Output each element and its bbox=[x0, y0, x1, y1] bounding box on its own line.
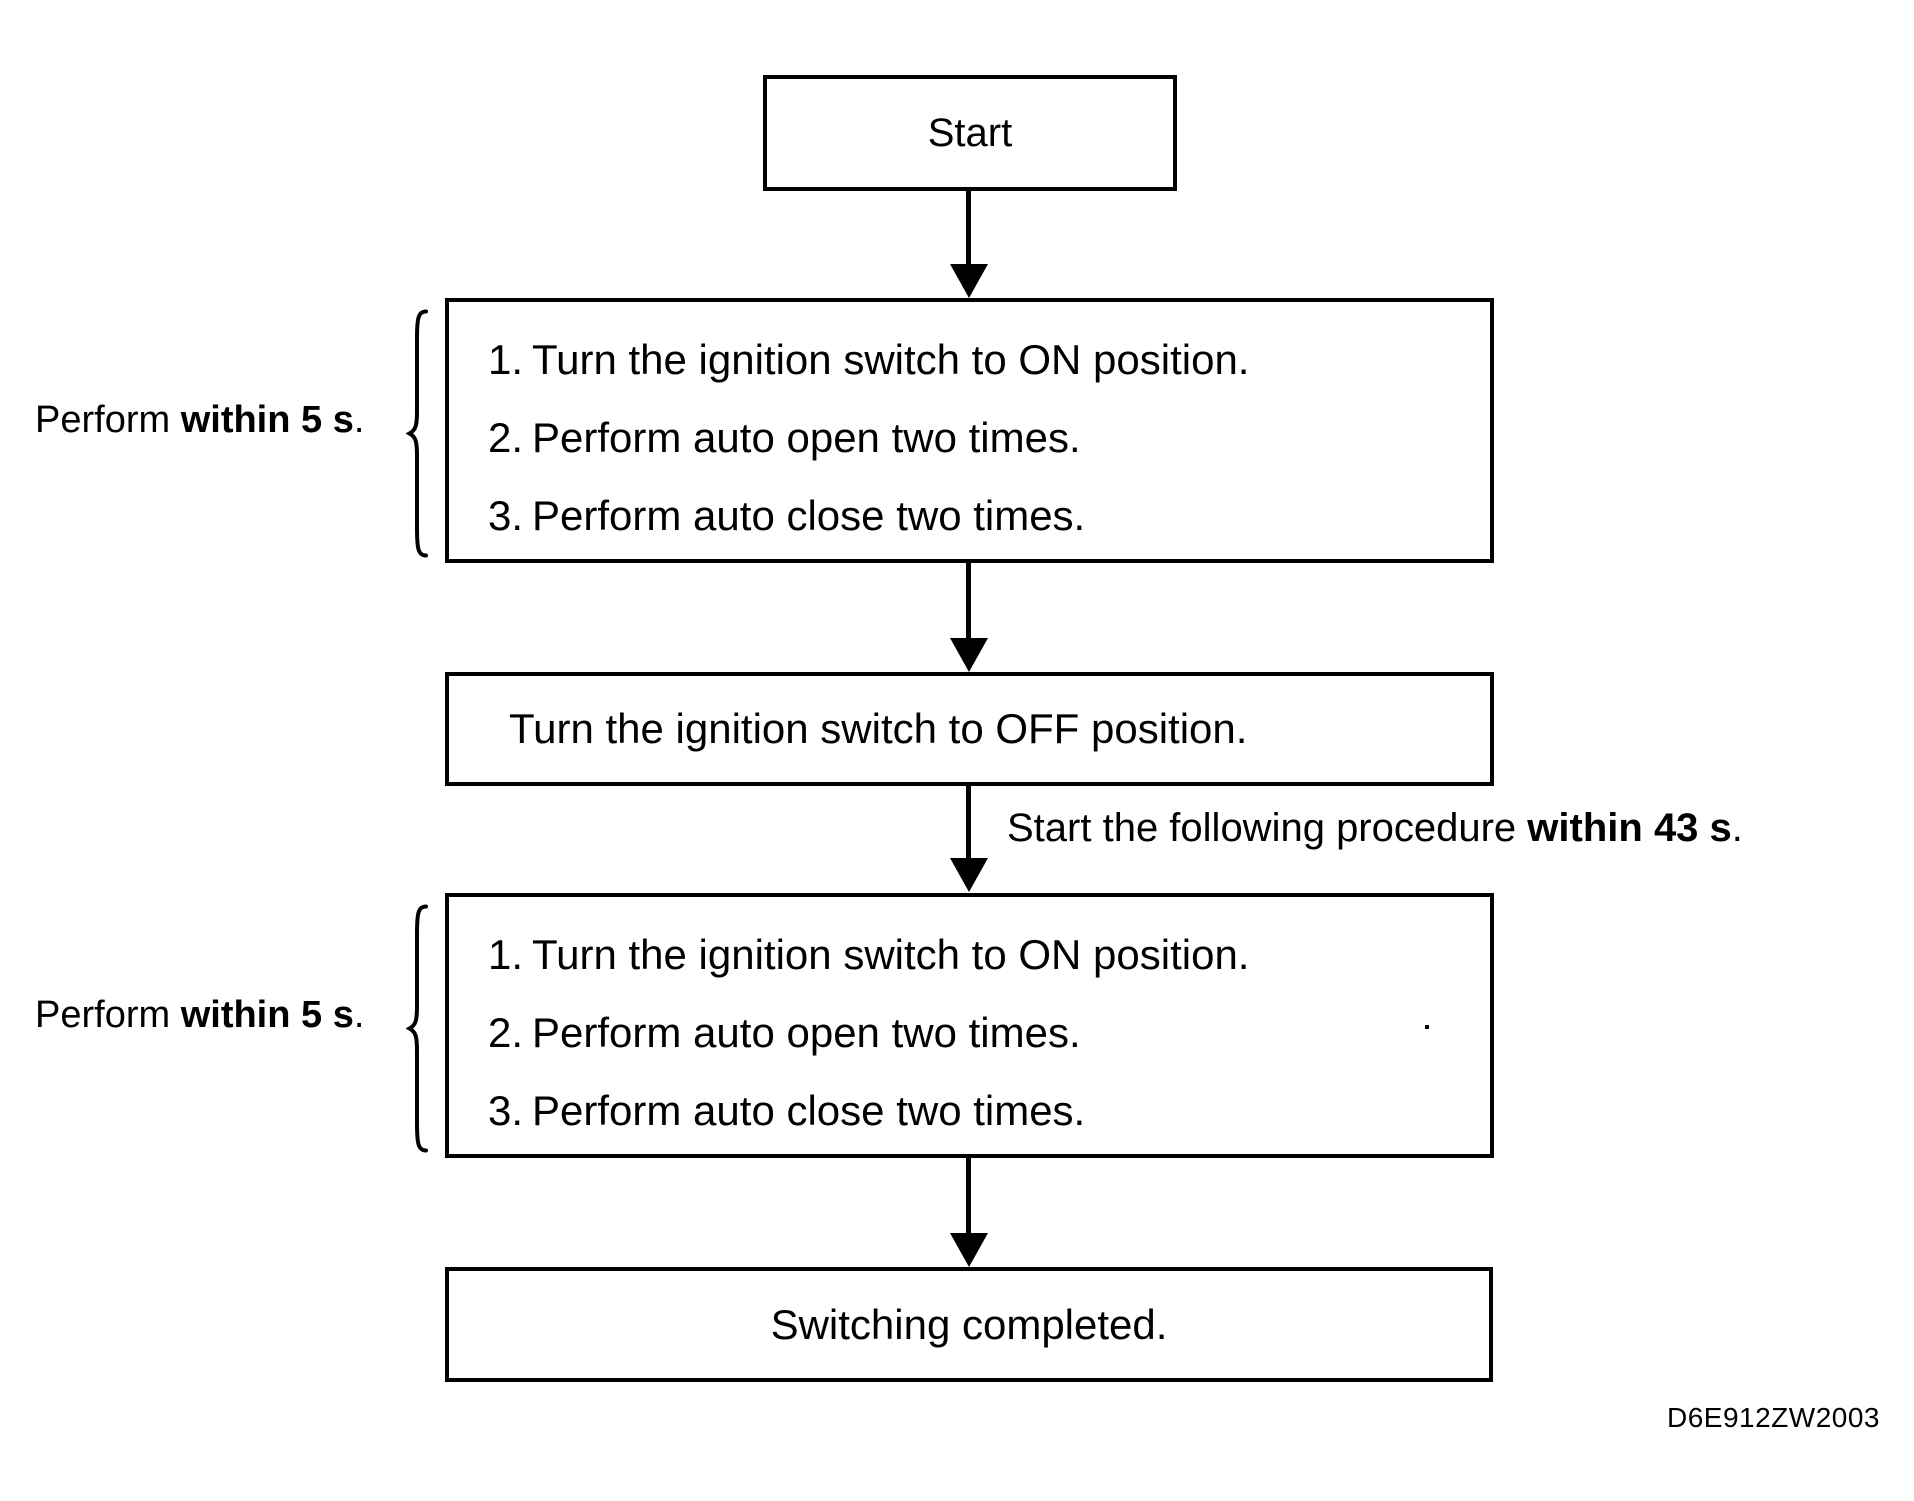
step-text: Perform auto open two times. bbox=[532, 414, 1081, 461]
flow-arrow-2 bbox=[950, 563, 988, 672]
step-number: 3. bbox=[488, 492, 524, 539]
label-text-part: Perform bbox=[35, 994, 181, 1036]
label-bold-part: within 5 s bbox=[180, 994, 354, 1036]
step-box-1: 1.Turn the ignition switch to ON positio… bbox=[445, 298, 1494, 563]
brace-icon-1 bbox=[406, 309, 428, 558]
completed-node: Switching completed. bbox=[445, 1267, 1493, 1382]
scan-speck bbox=[1425, 1025, 1429, 1029]
label-text-part: . bbox=[1731, 806, 1743, 850]
step-number: 3. bbox=[488, 1087, 524, 1134]
label-text-part: Start the following procedure bbox=[1007, 806, 1528, 850]
ignition-off-node: Turn the ignition switch to OFF position… bbox=[445, 672, 1494, 786]
flow-arrow-4 bbox=[950, 1158, 988, 1267]
step-text: Perform auto close two times. bbox=[532, 492, 1086, 539]
brace-path bbox=[406, 309, 428, 558]
step-text: Turn the ignition switch to ON position. bbox=[532, 336, 1250, 383]
procedure-timing-label: Start the following procedure within 43 … bbox=[1007, 805, 1743, 851]
arrow-shaft bbox=[966, 191, 971, 266]
start-node: Start bbox=[763, 75, 1177, 191]
arrow-shaft bbox=[966, 1158, 971, 1235]
label-text-part: Perform bbox=[35, 399, 181, 441]
label-bold-part: within 43 s bbox=[1527, 806, 1732, 850]
step-box-2: 1.Turn the ignition switch to ON positio… bbox=[445, 893, 1494, 1158]
step-number: 1. bbox=[488, 336, 524, 383]
brace-path bbox=[406, 904, 428, 1153]
label-bold-part: within 5 s bbox=[180, 399, 354, 441]
label-text-part: . bbox=[353, 994, 365, 1036]
step-item: 2.Perform auto open two times. bbox=[488, 415, 1081, 461]
step-text: Turn the ignition switch to ON position. bbox=[532, 931, 1250, 978]
flow-arrow-1 bbox=[950, 191, 988, 298]
step-item: 1.Turn the ignition switch to ON positio… bbox=[488, 932, 1249, 978]
arrow-head-icon bbox=[950, 858, 988, 892]
perform-duration-label-2: Perform within 5 s. bbox=[35, 992, 364, 1038]
flow-arrow-3 bbox=[950, 786, 988, 892]
completed-node-label: Switching completed. bbox=[770, 1300, 1168, 1348]
arrow-shaft bbox=[966, 563, 971, 640]
figure-code: D6E912ZW2003 bbox=[1666, 1402, 1880, 1433]
brace-icon-2 bbox=[406, 904, 428, 1153]
arrow-shaft bbox=[966, 786, 971, 860]
start-node-label: Start bbox=[927, 110, 1013, 155]
ignition-off-label: Turn the ignition switch to OFF position… bbox=[509, 705, 1248, 752]
step-text: Perform auto open two times. bbox=[532, 1009, 1081, 1056]
step-number: 2. bbox=[488, 1009, 524, 1056]
step-item: 3.Perform auto close two times. bbox=[488, 1088, 1085, 1134]
step-text: Perform auto close two times. bbox=[532, 1087, 1086, 1134]
step-number: 2. bbox=[488, 414, 524, 461]
step-number: 1. bbox=[488, 931, 524, 978]
step-item: 2.Perform auto open two times. bbox=[488, 1010, 1081, 1056]
arrow-head-icon bbox=[950, 1233, 988, 1267]
step-item: 1.Turn the ignition switch to ON positio… bbox=[488, 337, 1249, 383]
label-text-part: . bbox=[353, 399, 365, 441]
arrow-head-icon bbox=[950, 264, 988, 298]
step-item: 3.Perform auto close two times. bbox=[488, 493, 1085, 539]
perform-duration-label-1: Perform within 5 s. bbox=[35, 397, 364, 443]
arrow-head-icon bbox=[950, 638, 988, 672]
